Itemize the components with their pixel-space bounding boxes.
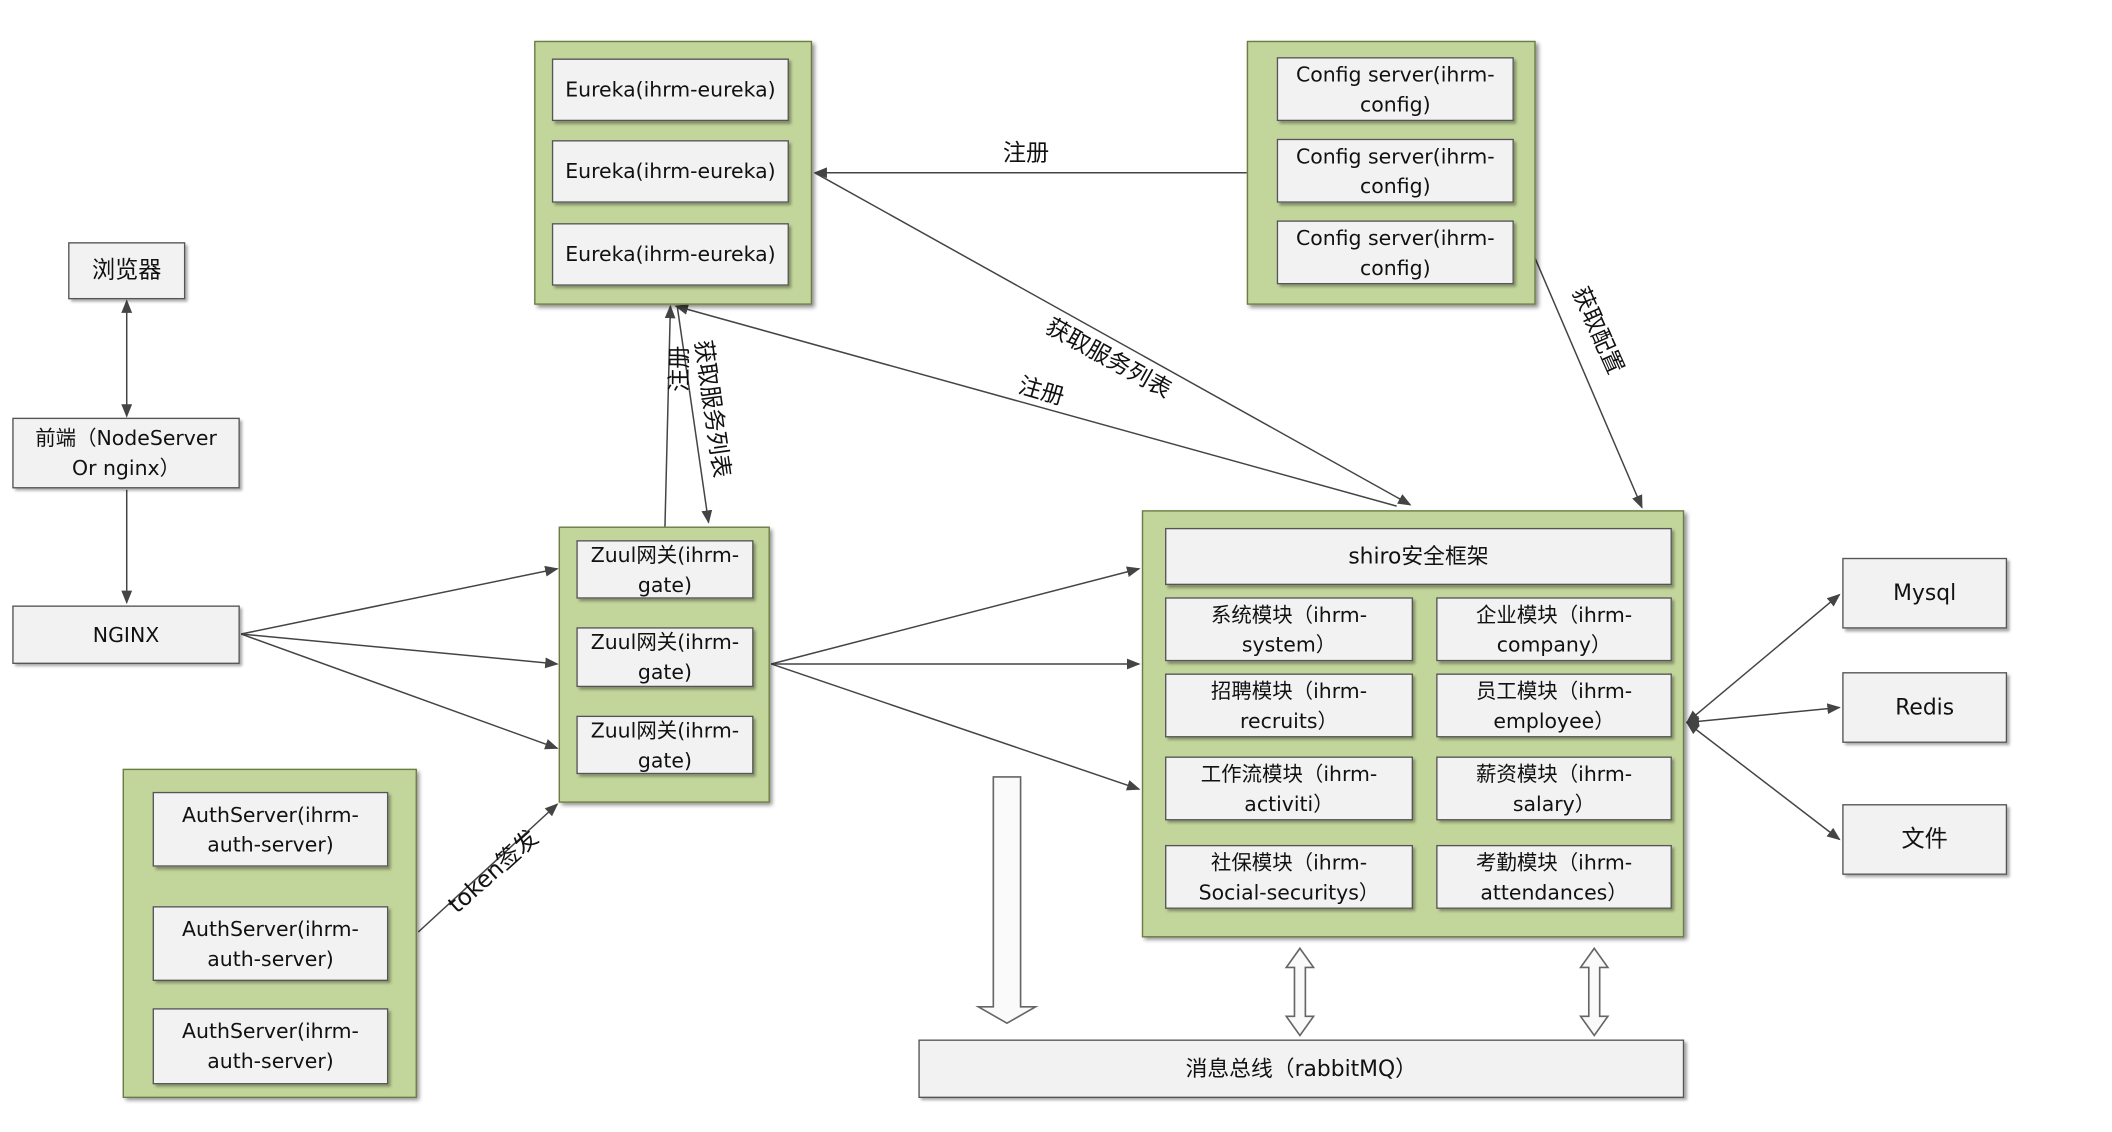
edge-nginx-zuul-1	[241, 565, 559, 635]
eureka-node-2: Eureka(ihrm-eureka)	[551, 140, 789, 203]
eureka-cluster: Eureka(ihrm-eureka) Eureka(ihrm-eureka) …	[534, 40, 813, 305]
browser-node: 浏览器	[68, 242, 186, 300]
zuul-gateway-node-2: Zuul网关(ihrm- gate)	[576, 627, 754, 688]
nginx-node: NGINX	[12, 605, 240, 664]
config-node-3: Config server(ihrm- config)	[1276, 220, 1514, 285]
zuul-gateway-node-1: Zuul网关(ihrm- gate)	[576, 540, 754, 599]
redis-node: Redis	[1842, 672, 2008, 743]
auth-server-node-3: AuthServer(ihrm- auth-server)	[152, 1008, 389, 1085]
config-node-2: Config server(ihrm- config)	[1276, 138, 1514, 203]
service-modules-cluster: shiro安全框架 系统模块（ihrm- system） 企业模块（ihrm- …	[1141, 510, 1685, 938]
config-node-1: Config server(ihrm- config)	[1276, 57, 1514, 122]
eureka-node-1: Eureka(ihrm-eureka)	[551, 58, 789, 122]
edge-eureka-shiro-list	[814, 172, 1412, 506]
auth-server-cluster: AuthServer(ihrm- auth-server) AuthServer…	[122, 768, 417, 1099]
message-bus: 消息总线（rabbitMQ）	[918, 1039, 1685, 1099]
shiro-framework: shiro安全框架	[1165, 527, 1672, 586]
auth-server-node-2: AuthServer(ihrm- auth-server)	[152, 906, 389, 981]
module-system: 系统模块（ihrm- system）	[1165, 597, 1414, 662]
edge-zuul-shiro-1	[771, 566, 1141, 665]
edge-auth-zuul	[417, 803, 559, 933]
edge-nginx-zuul-2	[241, 633, 559, 669]
label-config-register: 注册	[1002, 140, 1050, 168]
edge-services-redis	[1685, 703, 1841, 727]
mysql-node: Mysql	[1842, 557, 2008, 629]
auth-server-node-1: AuthServer(ihrm- auth-server)	[152, 791, 389, 867]
eureka-node-3: Eureka(ihrm-eureka)	[551, 223, 789, 286]
module-salary: 薪资模块（ihrm- salary）	[1436, 756, 1672, 821]
block-arrow-bidirectional-1	[1284, 946, 1316, 1037]
module-social-securitys: 社保模块（ihrm- Social-securitys）	[1165, 844, 1414, 909]
edge-zuul-shiro-3	[770, 663, 1141, 791]
block-arrow-bidirectional-2	[1579, 946, 1610, 1037]
module-company: 企业模块（ihrm- company）	[1436, 597, 1672, 662]
edge-nginx-zuul-3	[240, 633, 559, 750]
module-employee: 员工模块（ihrm- employee）	[1436, 673, 1672, 738]
edge-shiro-eureka-register	[674, 304, 1397, 507]
zuul-gateway-node-3: Zuul网关(ihrm- gate)	[576, 715, 754, 775]
module-attendances: 考勤模块（ihrm- attendances）	[1436, 844, 1672, 909]
frontend-node: 前端（NodeServer Or nginx）	[12, 417, 240, 489]
zuul-gateway-cluster: Zuul网关(ihrm- gate) Zuul网关(ihrm- gate) Zu…	[558, 526, 770, 803]
block-arrow-down	[975, 776, 1039, 1025]
label-zuul-register: 注册	[666, 345, 694, 392]
edge-services-mysql	[1685, 593, 1841, 724]
file-node: 文件	[1842, 804, 2008, 875]
edge-eureka-zuul-list	[676, 306, 713, 524]
edge-zuul-eureka-register	[664, 304, 676, 527]
module-recruits: 招聘模块（ihrm- recruits）	[1165, 673, 1414, 738]
config-cluster: Config server(ihrm- config) Config serve…	[1246, 40, 1536, 305]
edge-services-file	[1685, 721, 1841, 841]
module-activiti: 工作流模块（ihrm- activiti）	[1165, 756, 1414, 821]
